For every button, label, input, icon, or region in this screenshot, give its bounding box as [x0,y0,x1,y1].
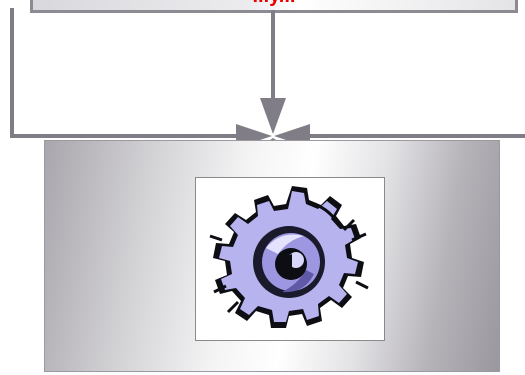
gear-icon [209,186,369,328]
left-connector-line [10,8,245,138]
arrowhead-down [260,98,286,134]
icon-frame [195,177,385,341]
process-box [44,140,500,372]
top-box-label: ...y... [33,0,515,8]
